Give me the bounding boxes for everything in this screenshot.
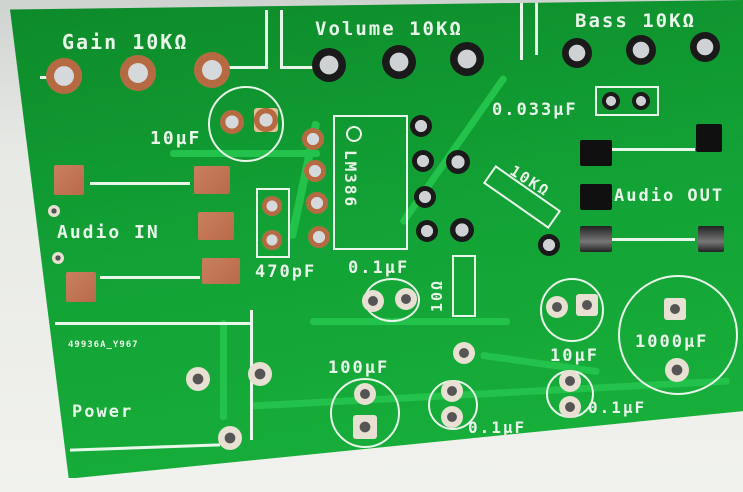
resistor-10k-pad: [538, 234, 560, 256]
cap-470pf-pad: [262, 196, 282, 216]
volume-pot-label: Volume 10KΩ: [315, 18, 463, 40]
audio-in-pad: [194, 166, 230, 194]
cap-01uf-b-label: 0.1µF: [588, 398, 647, 417]
cap-01uf-b-pad: [559, 396, 581, 418]
cap-100uf-pad: [354, 383, 376, 405]
cap-0033uf-label: 0.033µF: [492, 100, 578, 120]
cap-0033uf-outline: [595, 86, 659, 116]
gain-pot-pad: [194, 52, 230, 88]
ic-pin1-marker: [346, 126, 362, 142]
mount-hole: [48, 205, 60, 217]
power-label: Power: [72, 402, 134, 422]
cap-01uf-ic-pad: [395, 288, 417, 310]
cap-01uf-a-pad: [441, 406, 463, 428]
power-pad: [186, 367, 210, 391]
audio-in-pad: [66, 272, 96, 302]
ic-pin: [412, 150, 434, 172]
cap-100uf-label: 100µF: [328, 358, 390, 378]
silk-line: [280, 10, 283, 68]
cap-10uf-bottom-outline: [540, 278, 604, 342]
cap-0033uf-pad: [632, 92, 650, 110]
volume-pot-pad: [312, 48, 346, 82]
resistor-10-label: 10Ω: [428, 278, 446, 312]
board-id-label: 49936A_Y967: [68, 340, 139, 350]
audio-out-pad: [580, 184, 612, 210]
cap-01uf-ic-pad: [362, 290, 384, 312]
audio-out-pad: [696, 124, 722, 152]
cap-10uf-bottom-label: 10µF: [550, 346, 599, 366]
cap-10uf-bottom-pad: [546, 296, 568, 318]
ic-lm386-outline: [333, 115, 408, 250]
cap-1000uf-outline: [618, 275, 738, 395]
ic-pin: [302, 128, 324, 150]
bass-pot-pad: [690, 32, 720, 62]
cap-0033uf-pad: [602, 92, 620, 110]
silk-line: [535, 0, 538, 55]
audio-out-pad: [698, 226, 724, 252]
resistor-10-outline: [452, 255, 476, 317]
silk-line: [265, 10, 268, 68]
silk-line: [220, 66, 268, 69]
bass-pot-pad: [562, 38, 592, 68]
audio-out-pad: [580, 140, 612, 166]
cap-100uf-outline: [330, 378, 400, 448]
cap-470pf-outline: [256, 188, 290, 258]
cap-10uf-top-pad: [254, 108, 278, 132]
mount-hole: [52, 252, 64, 264]
ic-pin: [306, 192, 328, 214]
ic-pin: [308, 226, 330, 248]
pad: [450, 218, 474, 242]
audio-in-pad: [198, 212, 234, 240]
volume-pot-pad: [382, 45, 416, 79]
audio-in-label: Audio IN: [57, 222, 160, 243]
power-pad: [248, 362, 272, 386]
cap-01uf-a-label: 0.1µF: [468, 418, 527, 437]
ic-pin: [416, 220, 438, 242]
gain-pot-pad: [120, 55, 156, 91]
pad: [446, 150, 470, 174]
trace: [220, 320, 227, 420]
silk-line: [280, 66, 320, 69]
cap-1000uf-pad: [664, 298, 686, 320]
gain-pot-pad: [46, 58, 82, 94]
cap-01uf-b-pad: [559, 370, 581, 392]
cap-470pf-pad: [262, 230, 282, 250]
cap-470pf-label: 470pF: [255, 262, 317, 282]
silk-line: [100, 276, 200, 279]
volume-pot-pad: [450, 42, 484, 76]
cap-10uf-top-outline: [208, 86, 284, 162]
silk-line: [90, 182, 190, 185]
cap-100uf-pad: [353, 415, 377, 439]
silk-line: [610, 238, 695, 241]
ic-pin: [410, 115, 432, 137]
silk-line: [610, 148, 695, 151]
audio-out-pad: [580, 226, 612, 252]
audio-out-label: Audio OUT: [614, 186, 725, 206]
cap-01uf-a-pad: [441, 380, 463, 402]
bass-pot-label: Bass 10KΩ: [575, 10, 696, 32]
cap-10uf-top-label: 10µF: [150, 128, 202, 149]
ic-pin: [304, 160, 326, 182]
gain-pot-label: Gain 10KΩ: [62, 30, 189, 54]
silk-line: [69, 443, 221, 452]
ic-pin: [414, 186, 436, 208]
cap-01uf-ic-label: 0.1µF: [348, 258, 410, 278]
audio-in-pad: [54, 165, 84, 195]
audio-in-pad: [202, 258, 240, 284]
silk-line: [520, 0, 523, 60]
pcb-board: Gain 10KΩ Volume 10KΩ Bass 10KΩ 10µF 0.0…: [10, 0, 743, 478]
trace: [310, 318, 510, 325]
resistor-10-pad: [453, 342, 475, 364]
cap-1000uf-pad: [665, 358, 689, 382]
power-pad: [218, 426, 242, 450]
silk-line: [55, 322, 250, 325]
bass-pot-pad: [626, 35, 656, 65]
cap-10uf-top-pad: [220, 110, 244, 134]
cap-10uf-bottom-pad: [576, 294, 598, 316]
